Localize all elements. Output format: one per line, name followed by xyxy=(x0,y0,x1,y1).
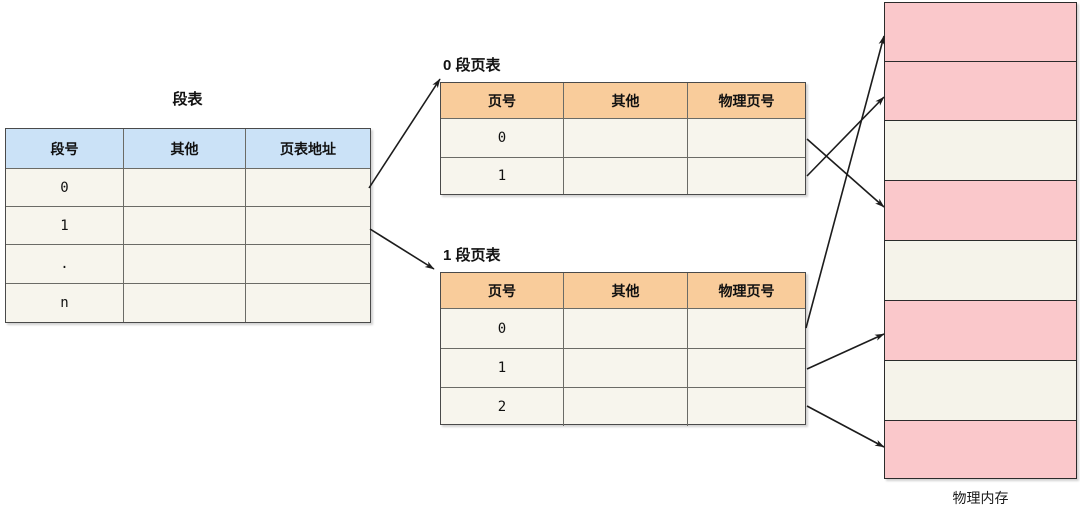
segment-row-0-addr xyxy=(246,169,370,206)
segment-row-2-addr xyxy=(246,245,370,283)
pt1-row-1-frame xyxy=(688,349,805,387)
arrow-pt1-page2-to-frame8 xyxy=(806,405,885,448)
segment-table: 段号 其他 页表地址 0 1 . n xyxy=(5,128,371,323)
table-row: . xyxy=(6,245,370,284)
pt0-row-1-other xyxy=(564,158,688,194)
table-row: 1 xyxy=(441,349,805,388)
segment-row-1-other xyxy=(124,207,246,244)
segment-row-3-id: n xyxy=(6,284,124,322)
segment-table-header-row: 段号 其他 页表地址 xyxy=(6,129,370,169)
pt0-row-0-frame xyxy=(688,119,805,157)
page-table-1-col-other: 其他 xyxy=(564,273,688,308)
table-row: 0 xyxy=(6,169,370,207)
pt1-row-2-frame xyxy=(688,388,805,426)
segment-row-3-addr xyxy=(246,284,370,322)
page-table-1-header-row: 页号 其他 物理页号 xyxy=(441,273,805,309)
page-table-1-col-page: 页号 xyxy=(441,273,564,308)
arrow-pt0-page1-to-frame2 xyxy=(806,96,885,177)
arrow-pt0-page0-to-frame4 xyxy=(806,138,885,208)
memory-frame-8 xyxy=(885,421,1076,478)
memory-frame-3 xyxy=(885,121,1076,181)
segment-row-1-id: 1 xyxy=(6,207,124,244)
memory-frame-4 xyxy=(885,181,1076,241)
page-table-0-col-page: 页号 xyxy=(441,83,564,118)
table-row: 0 xyxy=(441,119,805,158)
page-table-0-header-row: 页号 其他 物理页号 xyxy=(441,83,805,119)
segment-table-col-id: 段号 xyxy=(6,129,124,168)
page-table-0-col-frame: 物理页号 xyxy=(688,83,805,118)
page-table-1: 页号 其他 物理页号 0 1 2 xyxy=(440,272,806,426)
pt0-row-0-other xyxy=(564,119,688,157)
arrow-pt1-page0-to-frame1 xyxy=(805,35,885,329)
table-row: 1 xyxy=(441,158,805,194)
pt1-row-2-other xyxy=(564,388,688,426)
pt0-row-1-frame xyxy=(688,158,805,194)
table-row: 1 xyxy=(6,207,370,245)
memory-frame-1 xyxy=(885,3,1076,62)
table-row: 0 xyxy=(441,309,805,349)
segment-table-col-other: 其他 xyxy=(124,129,246,168)
segment-row-3-other xyxy=(124,284,246,322)
segment-row-1-addr xyxy=(246,207,370,244)
page-table-0-title: 0 段页表 xyxy=(443,57,501,74)
segment-row-2-id: . xyxy=(6,245,124,283)
page-table-1-col-frame: 物理页号 xyxy=(688,273,805,308)
arrow-pt1-page1-to-frame6 xyxy=(806,333,885,370)
pt0-row-0-page: 0 xyxy=(441,119,564,157)
memory-frame-6 xyxy=(885,301,1076,361)
segment-row-0-other xyxy=(124,169,246,206)
pt1-row-1-other xyxy=(564,349,688,387)
pt1-row-2-page: 2 xyxy=(441,388,564,426)
memory-frame-5 xyxy=(885,241,1076,301)
segment-table-col-pagetable-addr: 页表地址 xyxy=(246,129,370,168)
pt1-row-1-page: 1 xyxy=(441,349,564,387)
physical-memory-label: 物理内存 xyxy=(952,490,1009,506)
arrow-seg0-to-pt0 xyxy=(368,78,441,189)
pt1-row-0-page: 0 xyxy=(441,309,564,348)
segment-table-title: 段表 xyxy=(172,91,203,108)
segment-row-2-other xyxy=(124,245,246,283)
pt0-row-1-page: 1 xyxy=(441,158,564,194)
physical-memory-block xyxy=(884,2,1077,479)
table-row: n xyxy=(6,284,370,322)
pt1-row-0-other xyxy=(564,309,688,348)
page-table-0-col-other: 其他 xyxy=(564,83,688,118)
segment-row-0-id: 0 xyxy=(6,169,124,206)
arrow-seg1-to-pt1 xyxy=(369,228,435,270)
memory-frame-7 xyxy=(885,361,1076,421)
memory-frame-2 xyxy=(885,62,1076,121)
page-table-1-title: 1 段页表 xyxy=(443,247,501,264)
page-table-0: 页号 其他 物理页号 0 1 xyxy=(440,82,806,195)
pt1-row-0-frame xyxy=(688,309,805,348)
table-row: 2 xyxy=(441,388,805,426)
